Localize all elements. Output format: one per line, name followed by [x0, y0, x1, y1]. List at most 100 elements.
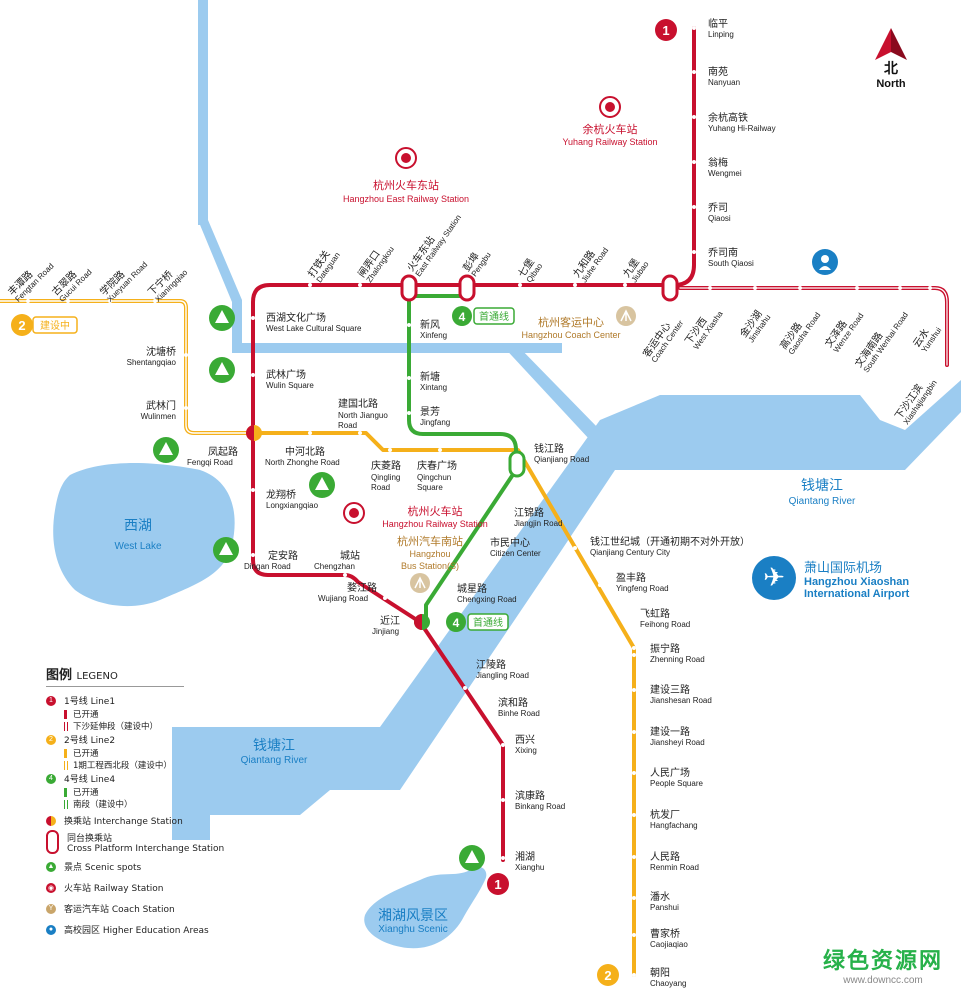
legend-scenic-label: 景点 Scenic spots: [64, 863, 142, 873]
station-panshui-en: Panshui: [650, 903, 679, 912]
scenic-icon: [209, 305, 235, 331]
legend-line1-open: 已开通: [46, 708, 246, 720]
badge-line4-top-text: 4: [459, 310, 466, 324]
station-shentang-cn: 沈塘桥: [146, 345, 176, 358]
station-jianshe1-cn: 建设一路: [650, 725, 690, 738]
legend-coach-label: 客运汽车站 Coach Station: [64, 905, 175, 915]
legend-line2-ext-label: 1期工程西北段（建设中）: [73, 761, 172, 771]
cross-pengbu: [458, 274, 476, 302]
tick-jianshe1: [632, 730, 636, 734]
legend-line4-open: 已开通: [46, 786, 246, 798]
station-dingan-en: Dingan Road: [244, 562, 291, 571]
station-renminsq-cn: 人民广场: [650, 766, 690, 779]
watermark-cn: 绿色资源网: [822, 949, 943, 974]
tick-jingfang: [407, 411, 411, 415]
station-labels: 沈塘桥 Shentangqiao 武林门 Wulinmen 凤起路 Fengqi…: [127, 311, 750, 988]
station-xihuwh-cn: 西湖文化广场: [266, 311, 326, 324]
station-wulinmen-en: Wulinmen: [141, 412, 176, 421]
station-renminrd-en: Renmin Road: [650, 863, 699, 872]
legend-education: ●高校园区 Higher Education Areas: [46, 919, 246, 940]
station-xianghu-en: Xianghu: [515, 863, 544, 872]
station-linping-en: Linping: [708, 30, 734, 39]
station-jianguobei-en: North Jianguo: [338, 411, 388, 420]
cross-east-rail: [400, 274, 418, 302]
station-wulinmen-cn: 武林门: [146, 399, 176, 412]
watermark: 绿色资源网 www.downcc.com: [823, 943, 943, 986]
west-lake-cn: 西湖: [124, 518, 152, 534]
scenic-icon: [213, 537, 239, 563]
tick-panshui: [632, 896, 636, 900]
tick-xueyuan: [108, 299, 112, 303]
station-yingfeng-cn: 盈丰路: [616, 571, 646, 584]
tick-hangfa: [632, 813, 636, 817]
station-ticks: [26, 26, 932, 977]
coach-icon: [410, 573, 430, 593]
legend-interchange: 换乘站 Interchange Station: [46, 813, 246, 828]
station-qingchun-cn: 庆春广场: [417, 459, 457, 472]
tick-chengzhan: [343, 573, 347, 577]
tick-wujiang: [383, 596, 387, 600]
badge-line1-top-text: 1: [662, 23, 669, 38]
xianghu-scenic-en: Xianghu Scenic: [378, 924, 448, 935]
legend-line2-open-label: 已开通: [73, 749, 99, 759]
station-qianjiang-en: Qianjiang Road: [534, 455, 589, 464]
station-qiaosi-en: Qiaosi: [708, 214, 731, 223]
tick-qibao: [518, 283, 522, 287]
west-lake: [53, 463, 235, 607]
legend-line2-open: 已开通: [46, 747, 246, 759]
double-bar-icon: [64, 721, 68, 731]
station-jiangjin-en: Jiangjin Road: [514, 519, 562, 528]
station-yuhang-cn: 余杭高铁: [708, 111, 748, 124]
airport-en2: International Airport: [804, 587, 910, 600]
qiantang-river: [172, 380, 961, 840]
tick-xintang: [407, 376, 411, 380]
station-binkang-cn: 滨康路: [515, 789, 545, 802]
tick-century: [573, 546, 577, 550]
station-jianguobei-en2: Road: [338, 421, 357, 430]
tick-jiuhe: [573, 283, 577, 287]
qiantang-right-cn: 钱塘江: [801, 478, 843, 494]
tick-gaosha: [798, 286, 802, 290]
legend-title-cn: 图例: [46, 668, 73, 683]
station-qiaosinan-en: South Qiaosi: [708, 259, 754, 268]
tick-zhalongkou: [358, 283, 362, 287]
airplane-icon: ✈: [752, 556, 796, 600]
tick-jianguobei: [358, 431, 362, 435]
station-linping-cn: 临平: [708, 17, 728, 30]
station-xintang-en: Xintang: [420, 383, 447, 392]
tick-fengtan: [26, 299, 30, 303]
station-citizen-en: Citizen Center: [490, 549, 541, 558]
legend-cross-en: Cross Platform Interchange Station: [67, 843, 225, 854]
station-jingfang-cn: 景芳: [420, 405, 440, 418]
tick-xihu-wh: [251, 316, 255, 320]
airport-en1: Hangzhou Xiaoshan: [804, 575, 910, 588]
line2-main: [253, 431, 636, 977]
tick-jiangjin: [503, 516, 507, 520]
station-jinjiang-cn: 近江: [380, 614, 400, 627]
badges: 1 1 2 建设中 2 4 首通线 4 首通线: [11, 19, 677, 986]
tick-dingan: [251, 553, 255, 557]
tick-caojia: [632, 933, 636, 937]
legend-line1-label: 1号线 Line1: [64, 697, 116, 707]
station-nanyuan-en: Nanyuan: [708, 78, 740, 87]
station-jiangjin-cn: 江锦路: [514, 506, 544, 519]
cross-platform-icon: [46, 830, 59, 854]
line1-xiasha-ext-inner: [679, 287, 948, 366]
railway-icon: ◉: [46, 882, 56, 893]
scenic-icon: ▲: [46, 861, 56, 872]
station-century-cn: 钱江世纪城（开通初期不对外开放）: [590, 535, 750, 548]
station-chengzhan-cn: 城站: [340, 549, 360, 562]
west-lake-en: West Lake: [114, 541, 161, 552]
legend-line1-ext-label: 下沙延伸段（建设中）: [73, 722, 159, 732]
station-binhe-cn: 滨和路: [498, 696, 528, 709]
compass-en: North: [876, 78, 906, 90]
station-qiaosinan-cn: 乔司南: [708, 246, 738, 259]
station-century-en: Qianjiang Century City: [590, 548, 670, 557]
badge-line4-top-label: 首通线: [479, 310, 509, 323]
legend-line2-ext: 1期工程西北段（建设中）: [46, 759, 246, 771]
tick-binkang: [501, 798, 505, 802]
legend-education-label: 高校园区 Higher Education Areas: [64, 926, 209, 936]
legend-line4-open-label: 已开通: [73, 788, 99, 798]
